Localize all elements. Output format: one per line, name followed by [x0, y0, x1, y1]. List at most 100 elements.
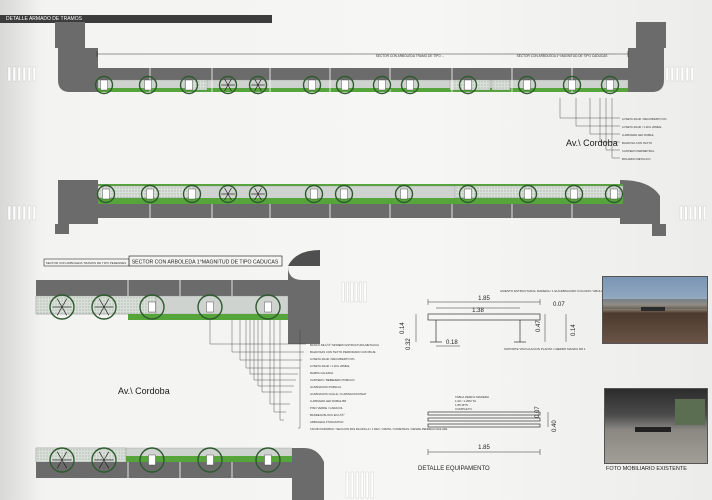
- cross-street-right: [636, 22, 666, 48]
- crosswalk-stripe: [32, 205, 36, 221]
- tree-ring: [255, 294, 281, 320]
- tree-branch: [61, 459, 68, 469]
- crosswalk-stripe: [350, 281, 354, 303]
- bench-note-bottom: SOPORTE VINCULACION PLANTA / HIERRO MANZ…: [504, 347, 586, 351]
- crosswalk-stripe: [350, 471, 354, 499]
- crosswalk-stripe: [7, 205, 11, 221]
- green-strip: [128, 314, 288, 320]
- tree-branch: [254, 193, 259, 201]
- tree-ring: [139, 294, 165, 320]
- tree-branch: [227, 78, 232, 86]
- tree-ring: [458, 184, 478, 204]
- planter-box: [464, 188, 472, 200]
- tree-branch: [257, 193, 262, 201]
- tree-ring: [255, 447, 281, 473]
- photo-caption: FOTO MOBILIARIO EXISTENTE: [606, 466, 687, 472]
- corner-street: [288, 266, 320, 344]
- crosswalk-stripe: [7, 66, 11, 82]
- tree-ring: [94, 75, 114, 95]
- tree-branch: [254, 84, 259, 92]
- callout-left-4: RAMPA CALZADA: [310, 371, 333, 375]
- tree-branch: [257, 78, 262, 86]
- callout-left-7: ILUMINACION CALLE / ILUMINACION PEAT: [310, 392, 367, 396]
- bench-note-top: ASIENTO ESTRUCTURAL MADERA / 1 EUCEBSACI…: [500, 289, 648, 293]
- planter-box: [188, 188, 196, 200]
- strip3-banner-main: SECTOR CON ARBOLEDA 1°MAGNITUD DE TIPO C…: [132, 260, 279, 266]
- leader-line: [261, 320, 292, 393]
- tree-ring: [218, 75, 238, 95]
- tree-ring: [96, 184, 116, 204]
- corner-right-2: [620, 180, 660, 224]
- tree-ring: [564, 184, 584, 204]
- leader-line: [245, 320, 300, 369]
- callout-left-3: LOSETA 40x40 / 1.20m 20MMa: [310, 364, 350, 368]
- crosswalk-stripe: [341, 281, 345, 303]
- strip3-banner: SECTOR CON ARBOLEDA TRAMOS DE TIPO PEREN…: [43, 255, 283, 267]
- corner-right: [628, 48, 664, 92]
- crosswalk-stripe: [363, 281, 367, 303]
- bench-dimensions: 1.85 1.38 0.14 0.32 0.18 0.47 0.07 0.14 …: [400, 296, 577, 451]
- tree-ring: [394, 184, 414, 204]
- leader-line: [599, 98, 620, 143]
- crosswalk-stripe: [679, 205, 683, 221]
- callout-left-6: ILUMINACION PUBLICA: [310, 385, 341, 389]
- planter-box: [102, 188, 110, 200]
- street-label-lower: Av.\ Cordoba: [118, 386, 170, 396]
- green-strip-lower: [98, 198, 623, 204]
- crosswalk-stripe: [703, 205, 706, 221]
- crosswalk-stripe: [345, 471, 349, 499]
- tree-branch: [227, 193, 232, 201]
- planter-box: [310, 188, 318, 200]
- leader-line: [269, 320, 290, 405]
- tree-ring: [139, 447, 165, 473]
- corner-street: [292, 448, 324, 500]
- crosswalk-stripe: [12, 66, 16, 82]
- tree-branch: [257, 187, 262, 195]
- crosswalk-stripe: [32, 66, 36, 82]
- planter-box: [341, 79, 349, 91]
- planter-box: [100, 79, 108, 91]
- callout-left-11: ARBOLEDA 1ºMAGNITUD: [310, 420, 343, 424]
- tree-branch: [227, 84, 232, 92]
- tree-branch: [56, 451, 63, 461]
- tree-branch: [103, 459, 110, 469]
- callout-left-12: TANJIN DORMIDO / SECCION PAS RAUDILLA / …: [310, 427, 448, 431]
- road-lane: [36, 462, 292, 478]
- leader-line: [239, 320, 302, 361]
- callout-left-10: BANDEJA BLOCK EN HºAº: [310, 413, 344, 417]
- strip1-banner: SECTOR CON ARBOLEDA TRAMO DE TIPO ... SE…: [96, 51, 629, 58]
- callout-right-2: LUMINARIA LED DOBLE: [622, 133, 654, 137]
- corner-left: [58, 48, 98, 92]
- dim-small: 0.07: [553, 302, 565, 308]
- sheet-title: DETALLE ARMADO DE TRAMOS: [0, 15, 272, 23]
- leader-line: [253, 320, 296, 381]
- crosswalk-stripe: [370, 471, 374, 499]
- crosswalk-stripe: [665, 66, 669, 82]
- crosswalk-stripe: [355, 471, 359, 499]
- planter-box: [610, 188, 618, 200]
- cross-street-left: [55, 22, 85, 48]
- tree-ring: [562, 75, 582, 95]
- tree-branch: [98, 298, 105, 308]
- callout-right-0: LOSETA 40x40 / RECUBIERTO 0%: [622, 117, 667, 121]
- tree-branch: [61, 298, 68, 308]
- green-strip: [98, 88, 628, 92]
- tree-ring: [334, 184, 354, 204]
- planter-box: [568, 79, 576, 91]
- tree-branch: [224, 187, 229, 195]
- tree-branch: [61, 306, 68, 316]
- planter-box: [308, 79, 316, 91]
- planter-box: [148, 454, 156, 466]
- planter-box: [148, 301, 156, 313]
- dim-top-inner: 1.38: [472, 308, 484, 314]
- elev-note-3: COMPLETO: [455, 407, 472, 411]
- road-lane: [36, 280, 288, 296]
- tree-ring: [197, 294, 223, 320]
- planter-box: [264, 301, 272, 313]
- tree-branch: [98, 306, 105, 316]
- crosswalk-stripe: [670, 66, 674, 82]
- tree-ring: [182, 184, 202, 204]
- elev-note-0: TABLA PERFIL MADERA: [455, 395, 489, 399]
